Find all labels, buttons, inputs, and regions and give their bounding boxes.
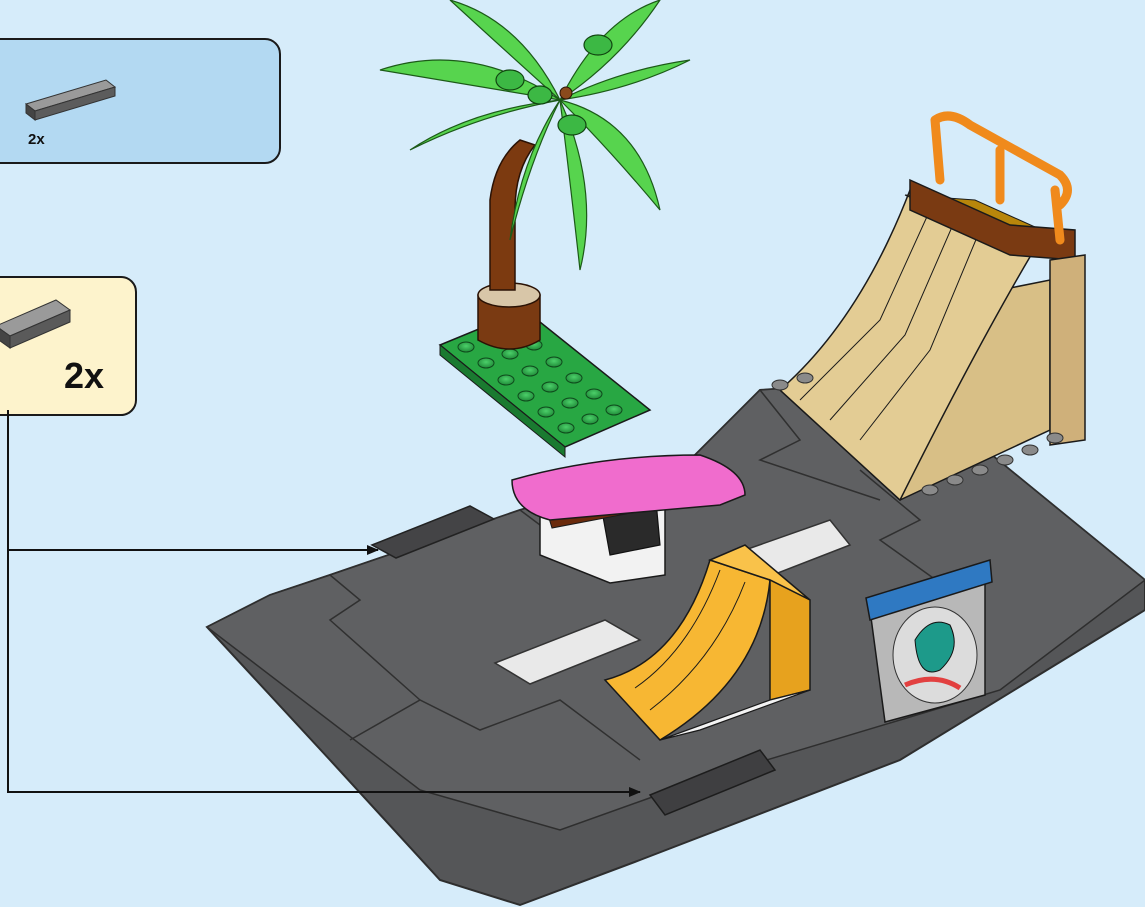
- palm-tree: [380, 0, 690, 349]
- green-plate: [440, 310, 650, 457]
